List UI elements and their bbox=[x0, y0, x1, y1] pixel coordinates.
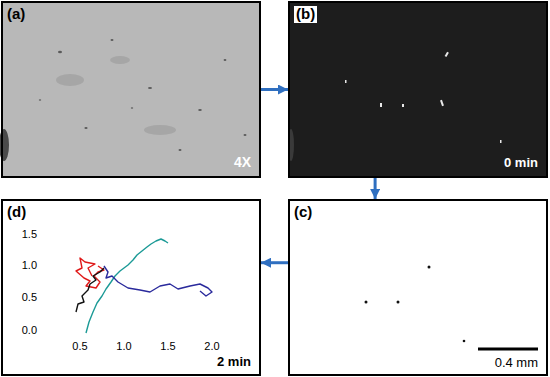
axis-tick-label: 1.0 bbox=[116, 340, 131, 352]
trajectory-teal bbox=[86, 239, 168, 333]
scale-bar-label: 0.4 mm bbox=[495, 356, 538, 370]
time-label: 2 min bbox=[217, 355, 251, 369]
panel-letter: (c) bbox=[294, 204, 312, 221]
scale-bar bbox=[478, 348, 538, 351]
background-texture bbox=[56, 56, 176, 135]
cell-trajectories bbox=[76, 239, 212, 333]
axis-tick-label: 2.0 bbox=[204, 340, 219, 352]
cell-specks bbox=[345, 52, 502, 143]
image-panel: (b) 0 min bbox=[288, 1, 548, 178]
image-panel: (c) 0.4 mm bbox=[288, 199, 548, 376]
trajectory-blue bbox=[104, 266, 212, 296]
magnification-label: 4X bbox=[234, 155, 251, 170]
flow-arrow bbox=[261, 261, 288, 264]
axis-tick-label: 0.0 bbox=[22, 324, 37, 336]
image-panel: (a) 4X bbox=[1, 1, 261, 178]
dark-field-image bbox=[288, 1, 548, 178]
cell-dots bbox=[365, 266, 466, 343]
panel-letter: (d) bbox=[7, 204, 26, 221]
plot-area bbox=[1, 199, 261, 376]
flow-arrow bbox=[261, 88, 288, 91]
brightfield-image bbox=[1, 1, 261, 178]
flow-arrow bbox=[374, 178, 377, 199]
axis-tick-label: 1.0 bbox=[22, 259, 37, 271]
panel-letter: (a) bbox=[7, 6, 25, 23]
time-label: 0 min bbox=[504, 156, 538, 170]
axis-tick-label: 1.5 bbox=[22, 228, 37, 240]
cell-specks bbox=[0, 39, 247, 161]
axis-tick-label: 1.5 bbox=[160, 340, 175, 352]
trajectory-black bbox=[76, 268, 104, 312]
axis-tick-label: 0.5 bbox=[72, 340, 87, 352]
binary-image bbox=[288, 199, 548, 376]
axis-tick-label: 0.5 bbox=[22, 291, 37, 303]
panel-letter: (b) bbox=[294, 6, 317, 23]
